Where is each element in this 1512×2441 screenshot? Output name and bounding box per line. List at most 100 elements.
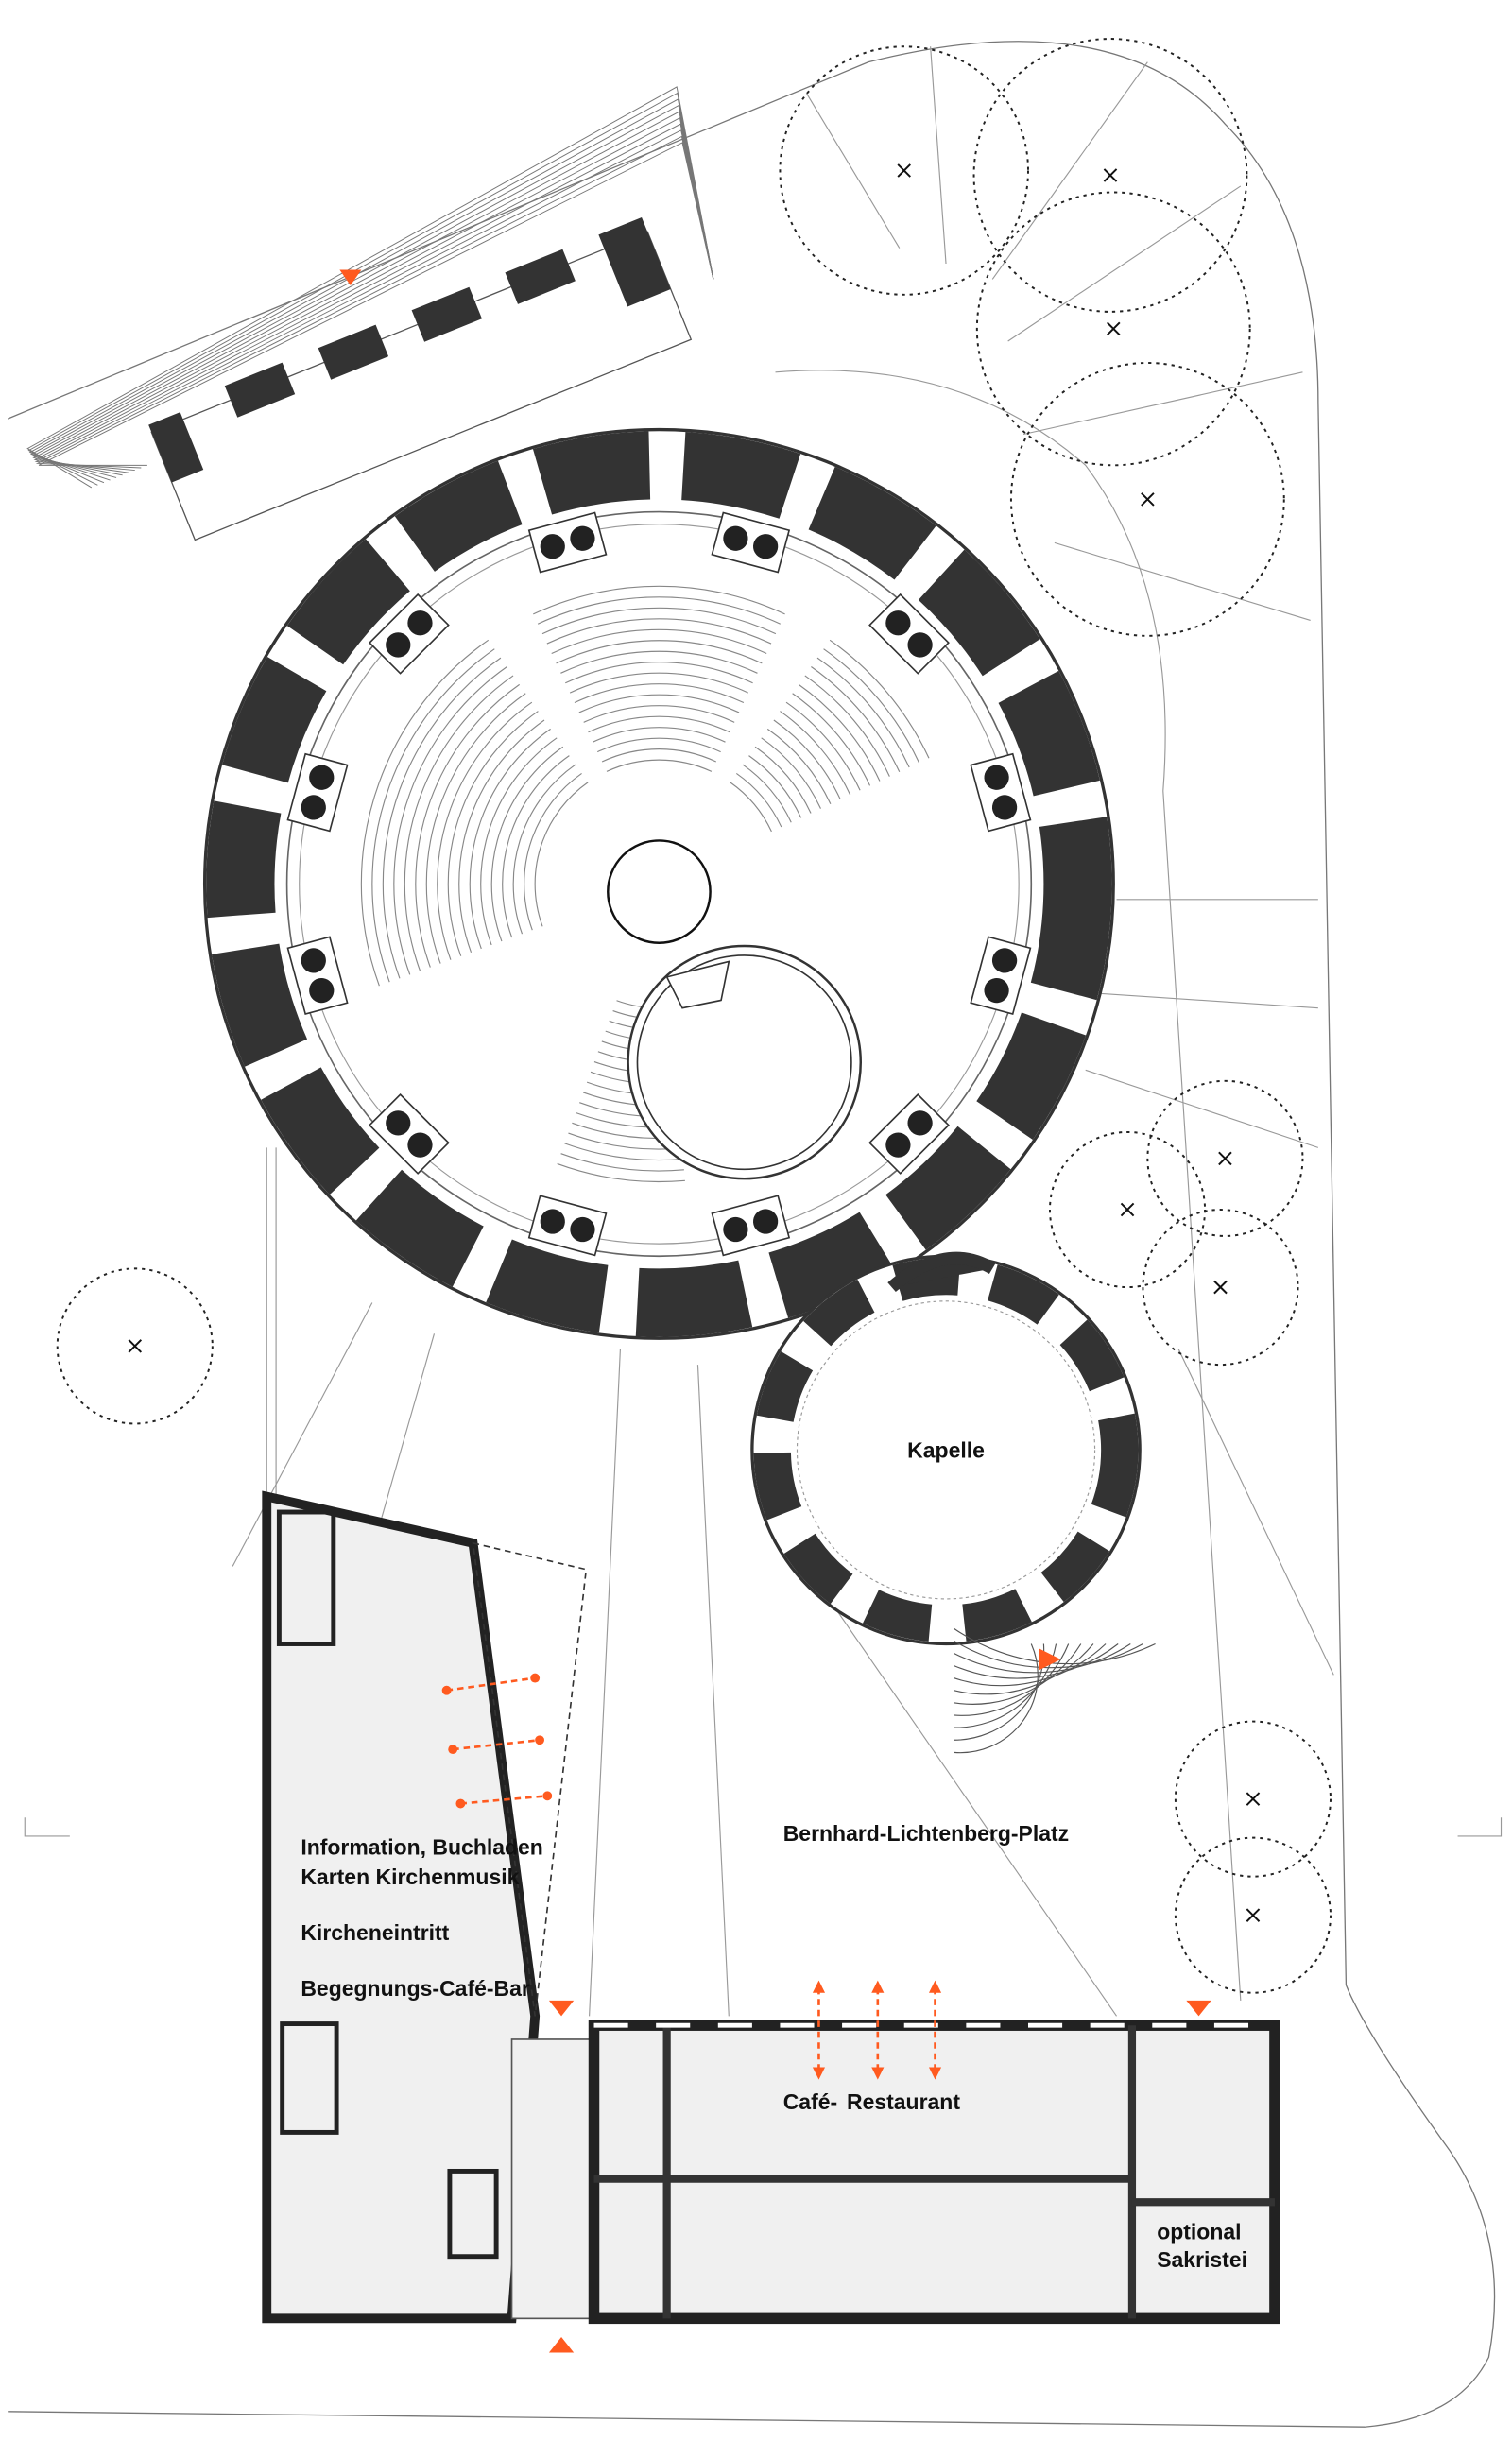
pew-row [429,683,520,801]
pew-row [593,727,726,743]
entrance-triangle-icon [548,2337,575,2353]
entrance-triangle-icon [548,2000,575,2017]
flow-arrows [441,1673,942,2080]
tree-canopy [1146,1079,1304,1237]
pew-row [437,807,452,960]
pew-row [773,719,841,800]
info-label-line1: Information, Buchladen [301,1835,542,1860]
pew-row [588,715,730,733]
column [907,1110,933,1136]
altar-circle [607,839,712,944]
pew-row [754,746,812,814]
pew-row [404,797,421,971]
paving-line [1085,991,1318,1009]
section-mark-right [1457,1817,1503,1837]
tree-trunk-icon [1246,1908,1261,1922]
pew-row [382,789,401,979]
pew-row [541,782,589,842]
pew-row [761,737,821,809]
column [723,525,748,551]
paving-line [930,46,947,265]
pillar [527,511,608,574]
pillar [527,1195,608,1257]
pew-row [469,818,482,950]
paving-line [589,1349,621,2017]
pew-row [371,785,390,983]
column [407,1132,433,1158]
tree-canopy [56,1267,214,1425]
site-inner-line [775,370,1242,2001]
tree-canopy [1009,362,1285,637]
pew-row [574,683,745,704]
connector-wall [887,1251,996,1293]
paving-line [232,1302,373,1567]
portico [148,216,693,541]
pew-row [521,764,576,834]
arrowhead-up-icon [812,1980,826,1993]
pillar [286,936,349,1016]
pew-row [460,711,539,813]
pew-row [480,822,492,946]
cafe-bar-label: Begegnungs-Café-Bar [301,1976,530,2001]
arrowhead-icon [441,1685,452,1695]
pew-row [419,675,514,798]
arrowhead-icon [542,1791,553,1801]
column [991,948,1018,973]
column [309,977,335,1004]
paving-line [1054,541,1311,621]
sacristy-label-line2: Sakristei [1157,2247,1247,2272]
pew-row [557,1162,685,1183]
stair-line [954,1643,1082,1705]
pew-row [804,675,890,777]
tree-canopy [1174,1720,1332,1878]
choir-enclosure [627,944,862,1180]
tree-trunk-icon [1103,168,1118,182]
pew-row [490,826,503,942]
pew-row [409,666,507,794]
pew-row [556,640,763,664]
column [386,632,411,658]
entrance-triangle-icon [339,269,362,285]
paving-line [1007,185,1242,342]
tree-trunk-icon [1246,1792,1261,1806]
stair-line [954,1643,1039,1754]
pew-row [792,693,871,786]
column [723,1216,748,1243]
pew-row [360,782,380,987]
pew-row [450,701,533,809]
tree-canopy [1048,1130,1207,1289]
pew-row [811,666,901,773]
paving-line [805,1566,1118,2017]
tree-trunk-icon [1120,1202,1135,1217]
tree-trunk-icon [1213,1280,1228,1295]
pew-row [439,693,526,805]
flow-arrow [453,1738,541,1751]
paving-line [1177,1349,1334,1676]
tree-trunk-icon [897,163,911,178]
pew-row [606,759,713,772]
pew-row [502,830,513,938]
tree-canopy [972,38,1248,313]
pillar [711,511,791,574]
arrowhead-down-icon [871,2067,885,2080]
tree-trunk-icon [1141,492,1155,507]
column [984,977,1009,1004]
column [540,534,565,559]
column [301,948,326,973]
column [991,795,1018,820]
pew-row [399,657,502,790]
pillar [970,752,1032,833]
pew-row [534,841,543,927]
column [885,1132,911,1158]
tree-trunk-icon [1218,1151,1232,1166]
site-boundary [7,41,1496,2428]
pillar [368,593,450,675]
stair-line [954,1643,1045,1741]
pew-row [730,782,772,833]
restaurant-label-part1: Café- [783,2089,837,2114]
trees [56,38,1332,1994]
pew-row [378,639,490,782]
pew-row [490,737,558,824]
pew-row [546,618,772,645]
